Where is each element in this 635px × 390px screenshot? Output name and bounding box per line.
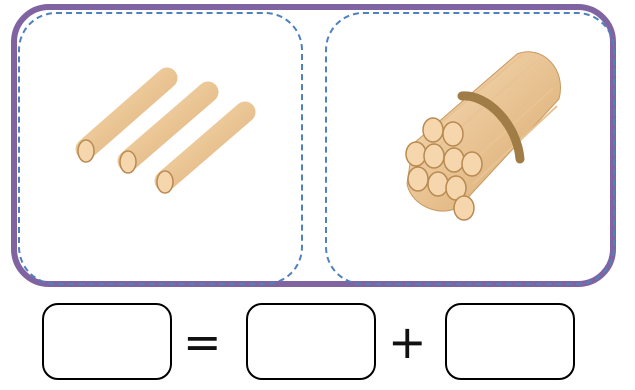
stick-end-2	[443, 122, 463, 146]
answer-box-1[interactable]	[42, 303, 172, 380]
stick-end-10	[454, 196, 474, 220]
stick-end-8	[428, 172, 448, 196]
stick-bundle	[406, 52, 561, 220]
stick-end-4	[424, 144, 444, 168]
panel-loose-sticks	[18, 12, 303, 285]
panel-bundled-sticks	[325, 12, 615, 285]
plus-sign: +	[388, 312, 427, 372]
stick-end-7	[408, 167, 428, 191]
stick-end-6	[462, 152, 482, 176]
loose-sticks-illustration	[20, 14, 305, 287]
answer-box-2[interactable]	[246, 303, 376, 380]
stick-end-5	[444, 148, 464, 172]
answer-box-3[interactable]	[445, 303, 575, 380]
stick-bundle-illustration	[327, 14, 617, 287]
stick-end-1	[423, 118, 443, 142]
stick-end-3	[406, 142, 426, 166]
equals-sign: =	[183, 312, 222, 372]
